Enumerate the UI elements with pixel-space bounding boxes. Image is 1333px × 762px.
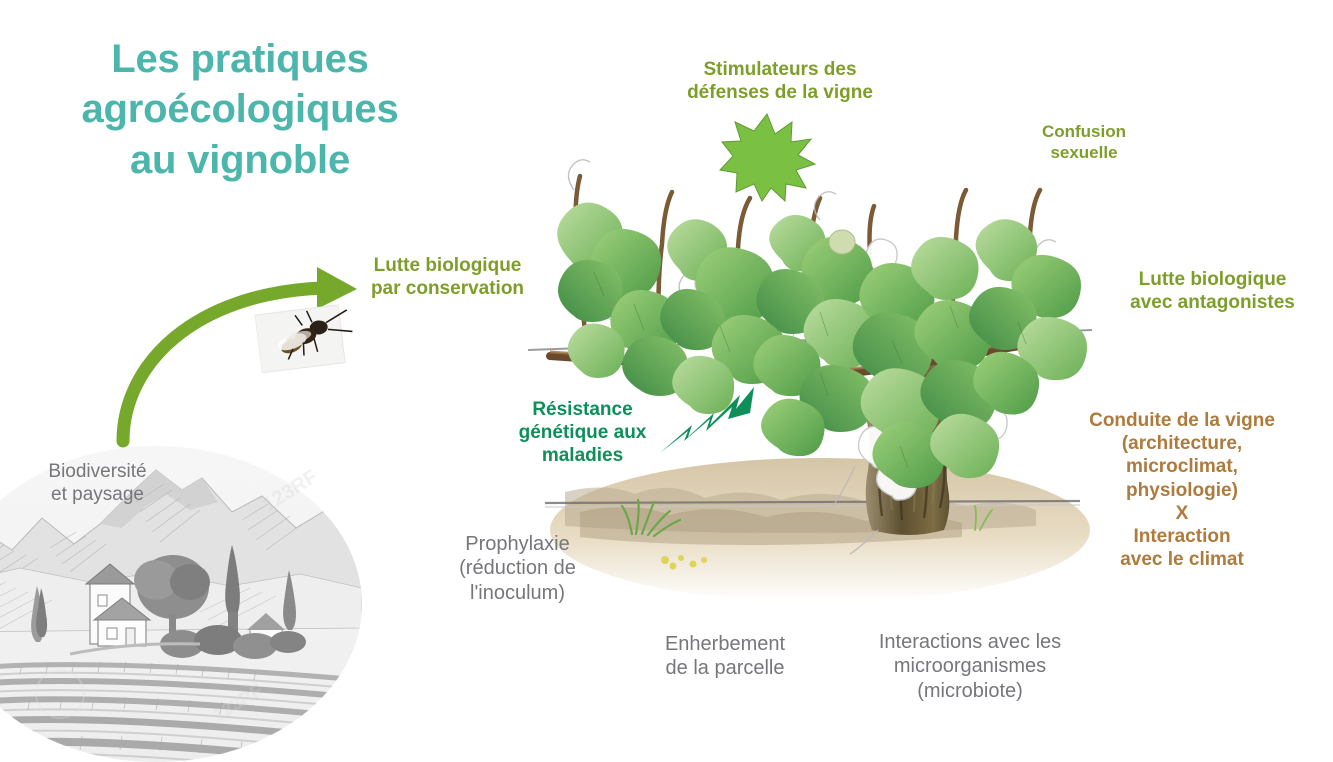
label-confusion-sexuelle: Confusion sexuelle (1041, 122, 1127, 162)
label-prophylaxie: Prophylaxie (réduction de l'inoculum) (459, 533, 576, 604)
label-biodiversite: Biodiversité et paysage (48, 461, 147, 506)
green-lightning-arrow-icon (658, 383, 758, 458)
parasitoid-wasp-photo (254, 299, 360, 378)
green-starburst-icon (718, 112, 817, 203)
label-lutte-biologique-par-conservation: Lutte biologique par conservation (370, 255, 525, 300)
label-lutte-biologique-antagonistes: Lutte biologique avec antagonistes (1130, 269, 1295, 314)
grapevine-illustration (520, 60, 1100, 600)
label-enherbement: Enherbement de la parcelle (664, 633, 786, 680)
label-stimulateurs-defenses: Stimulateurs des défenses de la vigne (687, 59, 873, 104)
label-conduite-de-la-vigne: Conduite de la vigne (architecture, micr… (1089, 410, 1275, 571)
vineyard-landscape-sketch: 123RF 123RF (0, 432, 362, 762)
page-title: Les pratiques agroécologiques au vignobl… (81, 37, 399, 182)
label-resistance-genetique: Résistance génétique aux maladies (518, 399, 647, 467)
green-curved-arrow-icon (95, 245, 385, 475)
label-interactions-microorganismes: Interactions avec les microorganismes (m… (878, 631, 1062, 702)
